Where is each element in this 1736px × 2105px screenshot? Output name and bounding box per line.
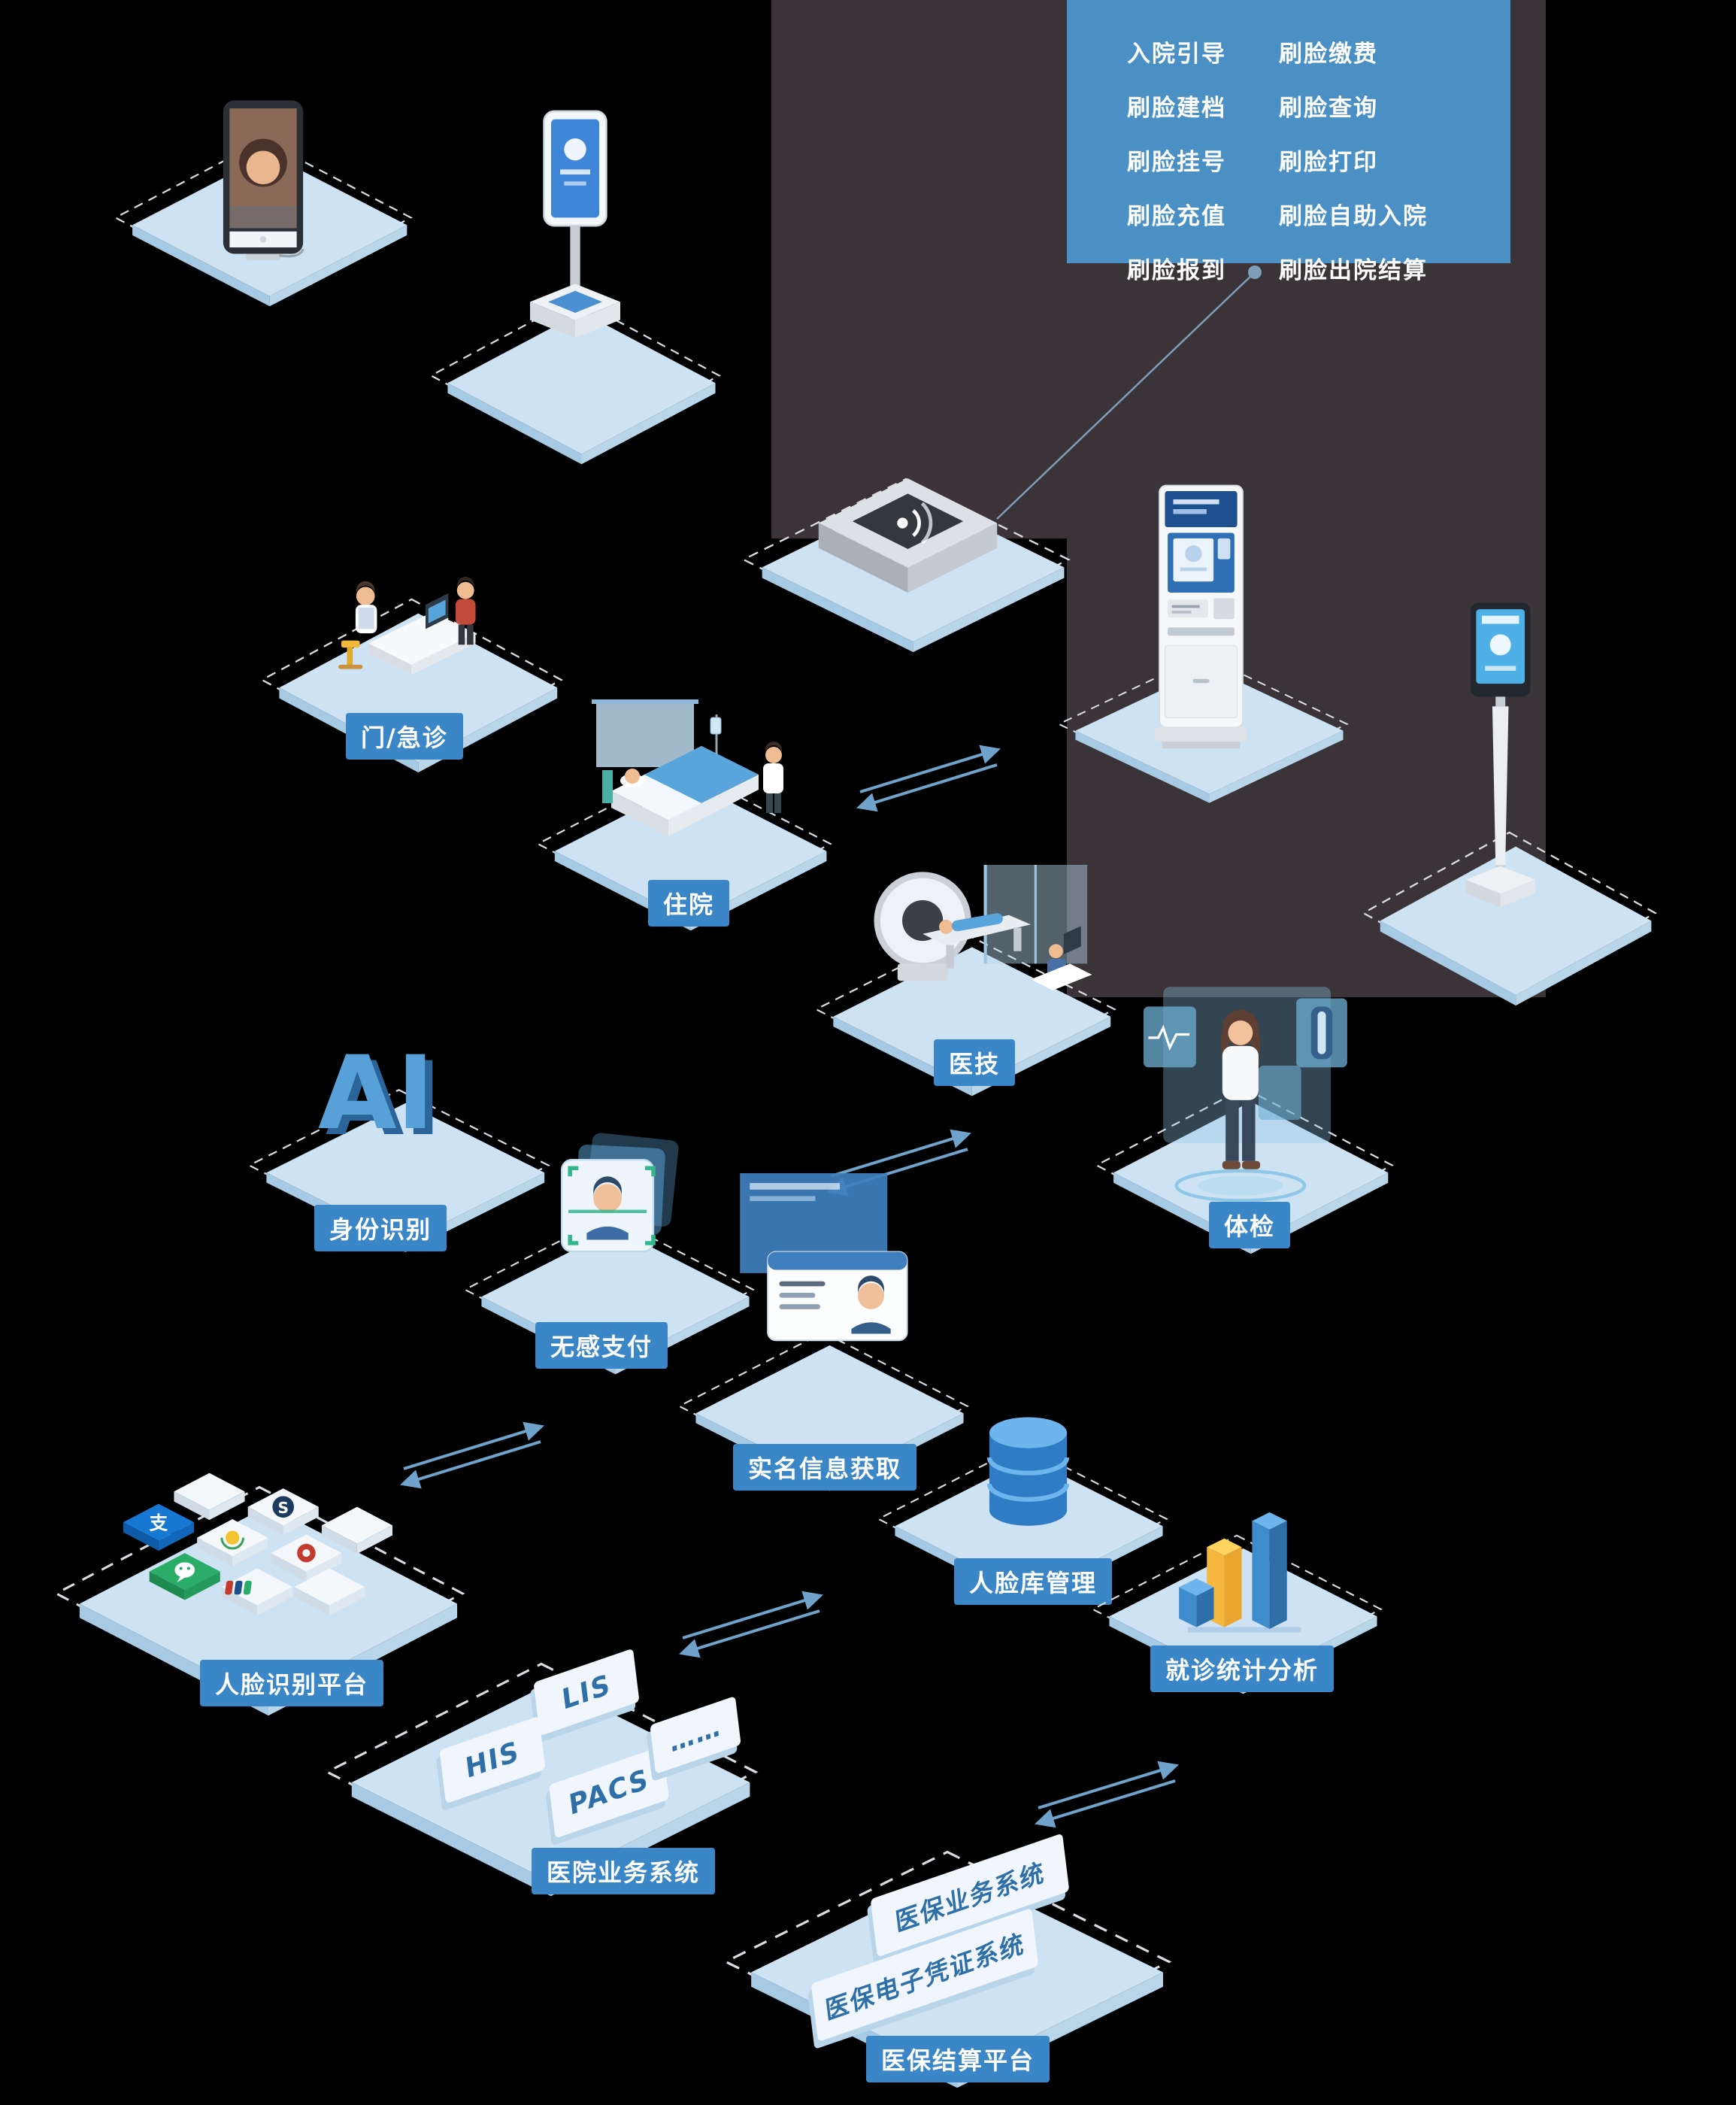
feature-column-left: 入院引导 刷脸建档 刷脸挂号 刷脸充值 刷脸报到 [1127, 35, 1226, 284]
node-label-payment: 无感支付 [535, 1322, 668, 1369]
node-selfservice-kiosk [1056, 451, 1350, 805]
node-label-face-db: 人脸库管理 [954, 1558, 1113, 1605]
selfservice-kiosk-icon [1132, 481, 1271, 774]
bar-chart-icon [1162, 1497, 1327, 1653]
inpatient-scene-icon [569, 692, 802, 865]
node-label-identity: 身份识别 [314, 1205, 447, 1251]
red-seal-icon [271, 1534, 342, 1582]
node-payment: 无感支付 [462, 1128, 756, 1376]
database-icon [966, 1406, 1090, 1538]
double-arrow-kiosk-inpatient [856, 745, 1001, 812]
feature-item: 刷脸自助入院 [1279, 203, 1428, 230]
node-label-insurance: 医保结算平台 [866, 2036, 1050, 2082]
node-medtech: 医技 [813, 820, 1117, 1098]
node-label-hospital-systems: 医院业务系统 [532, 1848, 716, 1894]
feature-item: 入院引导 [1127, 41, 1226, 68]
feature-item: 刷脸缴费 [1279, 41, 1378, 68]
feature-item: 刷脸挂号 [1127, 149, 1226, 176]
node-face-db: 人脸库管理 [876, 1278, 1169, 1606]
node-insurance: 医保业务系统 医保电子凭证系统 医保结算平台 [722, 1820, 1173, 2091]
node-inpatient: 住院 [535, 662, 833, 933]
alipay-icon: 支 [123, 1503, 195, 1551]
nfc-card-reader-icon [801, 459, 1015, 602]
id-card-icon [710, 1173, 940, 1378]
node-label-checkup: 体检 [1209, 1202, 1291, 1248]
node-checkup: 体检 [1094, 933, 1395, 1256]
node-label-inpatient: 住院 [648, 880, 730, 927]
node-hospital-systems: LIS HIS PACS …… 医院业务系统 [323, 1632, 759, 1899]
svg-text:支: 支 [150, 1512, 168, 1533]
double-arrow-stats-insurance [1035, 1761, 1179, 1828]
face-terminal-device-icon [199, 94, 327, 278]
s-logo-icon: S [247, 1488, 319, 1536]
outpatient-scene-icon [297, 549, 511, 706]
app-icon-grid: S 支 [94, 1451, 425, 1659]
node-face-platform: S 支 [53, 1433, 466, 1718]
feature-item: 刷脸出院结算 [1279, 257, 1428, 284]
ai-letters-icon: AI AI [318, 1034, 442, 1158]
node-realname: 实名信息获取 [677, 1173, 970, 1493]
unionpay-icon [221, 1568, 292, 1615]
node-label-realname: 实名信息获取 [733, 1444, 917, 1491]
node-face-terminal [113, 23, 414, 308]
node-standing-face-device [429, 105, 722, 466]
node-standing-kiosk [1361, 602, 1658, 1008]
checkup-scene-icon [1135, 959, 1357, 1214]
wreath-emblem-icon [197, 1519, 268, 1567]
node-label-outpatient: 门/急诊 [346, 713, 463, 760]
node-outpatient: 门/急诊 [259, 526, 564, 775]
feature-column-right: 刷脸缴费 刷脸查询 刷脸打印 刷脸自助入院 刷脸出院结算 [1279, 35, 1428, 284]
ct-scanner-scene-icon [829, 846, 1103, 1042]
node-label-face-platform: 人脸识别平台 [200, 1660, 384, 1706]
node-card-reader [741, 444, 1071, 654]
node-identity: AI AI 身份识别 [247, 1034, 551, 1256]
feature-item: 刷脸打印 [1279, 149, 1378, 176]
node-label-stats: 就诊统计分析 [1150, 1645, 1335, 1692]
plain-tile-icon [321, 1506, 393, 1554]
face-scan-payment-icon [515, 1128, 707, 1303]
wechat-icon [149, 1553, 220, 1600]
standing-face-device-icon [500, 105, 650, 366]
node-label-medtech: 医技 [934, 1039, 1016, 1086]
node-stats: 就诊统计分析 [1090, 1406, 1383, 1696]
standing-kiosk-icon [1451, 598, 1556, 946]
feature-item: 刷脸建档 [1127, 95, 1226, 122]
feature-panel: 入院引导 刷脸建档 刷脸挂号 刷脸充值 刷脸报到 刷脸缴费 刷脸查询 刷脸打印 … [1067, 0, 1510, 284]
plain-tile-icon [174, 1473, 245, 1521]
svg-text:S: S [277, 1499, 289, 1517]
feature-item: 刷脸充值 [1127, 203, 1226, 230]
feature-item: 刷脸查询 [1279, 95, 1378, 122]
feature-item: 刷脸报到 [1127, 257, 1226, 284]
